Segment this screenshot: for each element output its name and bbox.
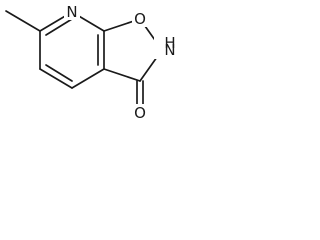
bond-c3-c3a: [103, 68, 141, 82]
atom-nh-n: N: [164, 41, 175, 59]
atom-labels: N O H N O: [64, 3, 178, 122]
bond-methyl: [5, 10, 41, 32]
atom-ring-n: N: [66, 3, 77, 21]
bond-c4-c5-inner: [45, 64, 73, 82]
bond-c3a-c4: [71, 68, 105, 89]
bond-c6-n7-inner: [45, 18, 73, 36]
chemical-structure: N O H N O: [5, 3, 178, 122]
bond-c4-c5: [39, 68, 73, 89]
atom-ring-o: O: [134, 10, 146, 28]
atom-nh-h: H: [164, 34, 175, 52]
atom-carbonyl-o: O: [134, 104, 146, 122]
